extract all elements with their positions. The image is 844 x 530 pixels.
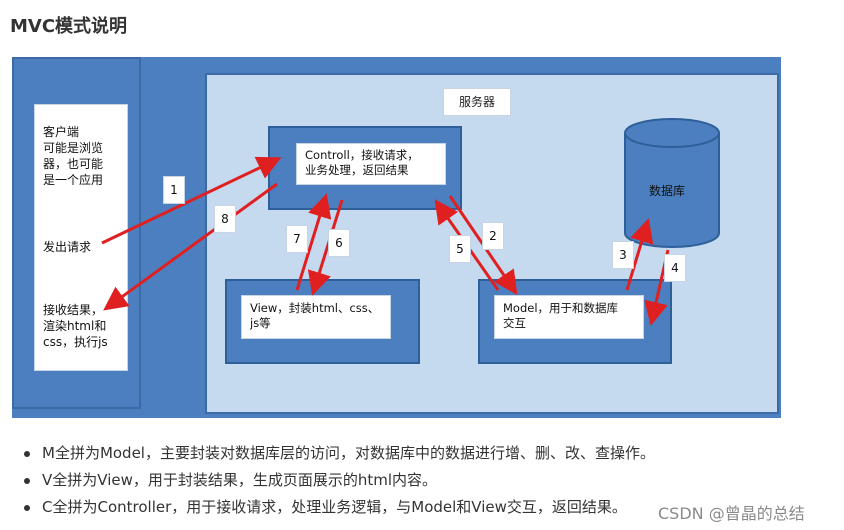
step-6-label: 6: [328, 229, 350, 257]
controller-line: 业务处理，返回结果: [305, 163, 409, 177]
bullet-text: C全拼为Controller，用于接收请求，处理业务逻辑，与Model和View…: [42, 498, 627, 516]
client-box: 客户端 可能是浏览 器，也可能 是一个应用 发出请求 接收结果， 渲染html和…: [34, 104, 128, 371]
list-item: M全拼为Model，主要封装对数据库层的访问，对数据库中的数据进行增、删、改、查…: [24, 440, 655, 467]
controller-line: Controll，接收请求，: [305, 148, 419, 162]
receive-line: css，执行js: [43, 335, 108, 349]
bullet-text: M全拼为Model，主要封装对数据库层的访问，对数据库中的数据进行增、删、改、查…: [42, 444, 655, 462]
step-7-label: 7: [286, 225, 308, 253]
model-line: Model，用于和数据库: [503, 301, 619, 315]
arrow-8-response: [103, 182, 278, 311]
client-line: 是一个应用: [43, 173, 104, 187]
receive-result-text: 接收结果， 渲染html和 css，执行js: [43, 302, 108, 350]
bullet-icon: [24, 451, 30, 457]
view-box: View，封装html、css、 js等: [241, 295, 391, 339]
controller-box: Controll，接收请求， 业务处理，返回结果: [296, 143, 446, 185]
step-4-label: 4: [664, 254, 686, 282]
client-line: 客户端: [43, 125, 80, 139]
step-3-label: 3: [612, 241, 634, 269]
bullet-text: V全拼为View，用于封装结果，生成页面展示的html内容。: [42, 471, 438, 489]
step-2-label: 2: [482, 222, 504, 250]
bullet-icon: [24, 505, 30, 511]
diagram-drawing: [101, 118, 720, 326]
step-1-label: 1: [163, 176, 185, 204]
arrow-1-request: [101, 156, 282, 245]
view-line: js等: [250, 316, 271, 330]
client-line: 可能是浏览: [43, 141, 104, 155]
receive-line: 接收结果，: [43, 303, 104, 317]
list-item: V全拼为View，用于封装结果，生成页面展示的html内容。: [24, 467, 655, 494]
model-box: Model，用于和数据库 交互: [494, 295, 644, 339]
server-label: 服务器: [443, 88, 511, 116]
mvc-explanation-list: M全拼为Model，主要封装对数据库层的访问，对数据库中的数据进行增、删、改、查…: [24, 440, 655, 521]
step-5-label: 5: [449, 235, 471, 263]
page-title: MVC模式说明: [10, 16, 128, 37]
step-8-label: 8: [214, 205, 236, 233]
model-line: 交互: [503, 316, 526, 330]
watermark: CSDN @曾晶的总结: [658, 504, 805, 523]
bullet-icon: [24, 478, 30, 484]
arrow-7-view-to-controller: [295, 193, 332, 291]
receive-line: 渲染html和: [43, 319, 107, 333]
list-item: C全拼为Controller，用于接收请求，处理业务逻辑，与Model和View…: [24, 494, 655, 521]
view-line: View，封装html、css、: [250, 301, 380, 315]
database-label: 数据库: [649, 184, 686, 198]
client-description: 客户端 可能是浏览 器，也可能 是一个应用: [43, 124, 103, 188]
send-request-label: 发出请求: [43, 240, 92, 254]
client-line: 器，也可能: [43, 157, 104, 171]
arrow-3-model-to-database: [625, 218, 654, 291]
mvc-diagram: 客户端 可能是浏览 器，也可能 是一个应用 发出请求 接收结果， 渲染html和…: [12, 57, 781, 418]
